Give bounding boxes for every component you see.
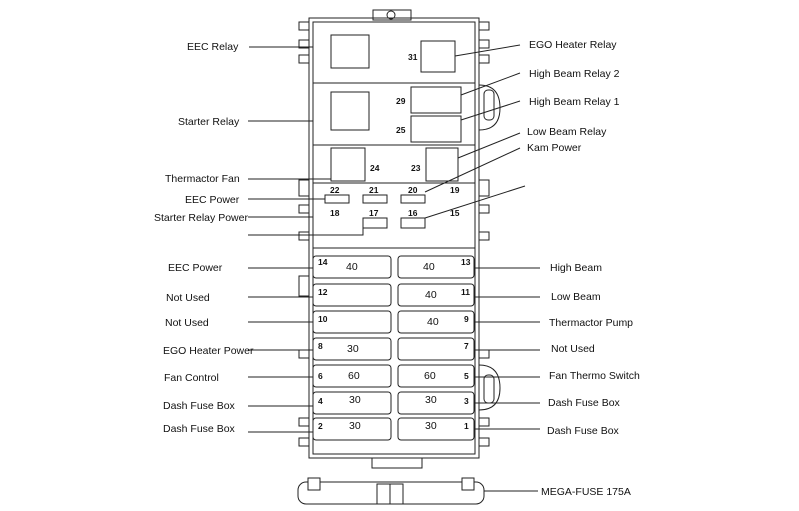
slot-num-10: 10 [318,314,328,324]
label-dash-fuse-box-4: Dash Fuse Box [163,400,236,412]
rating-14: 40 [346,261,358,273]
label-low-beam: Low Beam [551,291,601,303]
rating-11: 40 [425,289,437,301]
fuse-7 [397,337,475,361]
slot-num-22: 22 [330,185,340,195]
label-starter-relay: Starter Relay [178,116,240,128]
slot-num-13: 13 [461,257,471,267]
slot-num-16: 16 [408,208,418,218]
slot-num-20: 20 [408,185,418,195]
rating-9: 40 [427,316,439,328]
label-mega-fuse: MEGA-FUSE 175A [541,486,631,498]
slot-num-18: 18 [330,208,340,218]
label-high-beam-relay-2: High Beam Relay 2 [529,68,620,80]
fuse-12 [312,283,392,307]
ego-heater-relay-slot [420,40,456,73]
label-eec-power: EEC Power [168,262,223,274]
label-kam-power: Kam Power [527,142,582,154]
slot-num-25: 25 [396,125,406,135]
label-starter-relay-power: Starter Relay Power [154,212,248,224]
fuse-11 [397,283,475,307]
slot-numbers: 31 29 25 24 23 22 21 20 19 18 17 16 15 1… [318,52,471,431]
slot-num-15: 15 [450,208,460,218]
relay-slots [330,34,462,182]
rating-4: 30 [349,394,361,406]
label-thermactor-pump: Thermactor Pump [549,317,633,329]
slot-num-11: 11 [461,287,470,297]
label-ego-heater-relay: EGO Heater Relay [529,39,617,51]
fuse-13 [397,255,475,279]
rating-8: 30 [347,343,359,355]
slot-num-6: 6 [318,371,323,381]
fuse-14 [312,255,392,279]
low-beam-relay-slot [425,147,459,182]
label-eec-power-top: EEC Power [185,194,240,206]
fuse-2 [312,417,392,441]
inner-housing [312,21,476,455]
leader-lines [248,44,540,433]
rating-5: 60 [424,370,436,382]
fuse-20 [400,194,426,204]
slot-num-8: 8 [318,341,323,351]
mega-fuse-base [297,477,538,505]
fuse-ratings: 40 40 40 40 30 60 60 30 30 30 30 [346,261,439,432]
fuse-16 [400,217,426,229]
label-fan-thermo-switch: Fan Thermo Switch [549,370,640,382]
maxi-fuse-slots [312,255,475,441]
label-ego-heater-power: EGO Heater Power [163,345,254,357]
left-labels: EEC Relay Starter Relay Thermactor Fan E… [154,41,254,435]
label-not-used-12: Not Used [166,292,210,304]
right-labels: EGO Heater Relay High Beam Relay 2 High … [527,39,640,498]
rating-1: 30 [425,420,437,432]
eec-relay-slot [330,34,370,69]
label-dash-fuse-box-1: Dash Fuse Box [547,425,620,437]
rating-2: 30 [349,420,361,432]
label-high-beam: High Beam [550,262,602,274]
mini-fuse-slots [324,194,426,229]
fuse-22 [324,194,350,204]
label-thermactor-fan: Thermactor Fan [165,173,240,185]
label-dash-fuse-box-3: Dash Fuse Box [548,397,621,409]
slot-num-21: 21 [369,185,379,195]
fuse-21 [362,194,388,204]
slot-num-9: 9 [464,314,469,324]
slot-num-1: 1 [464,421,469,431]
slot-num-24: 24 [370,163,380,173]
fuse-17 [362,217,388,229]
starter-relay-slot [330,91,370,131]
top-clip [372,9,412,21]
label-low-beam-relay: Low Beam Relay [527,126,607,138]
slot-num-3: 3 [464,396,469,406]
slot-num-4: 4 [318,396,323,406]
slot-num-23: 23 [411,163,421,173]
top-clip-hole [386,10,396,20]
slot-num-12: 12 [318,287,328,297]
high-beam-relay-1-slot [410,115,462,143]
label-not-used-7: Not Used [551,343,595,355]
slot-num-7: 7 [464,341,469,351]
fuse-4 [312,391,392,415]
slot-num-29: 29 [396,96,406,106]
thermactor-fan-relay-slot [330,147,366,182]
slot-num-2: 2 [318,421,323,431]
label-high-beam-relay-1: High Beam Relay 1 [529,96,620,108]
slot-num-19: 19 [450,185,460,195]
rating-3: 30 [425,394,437,406]
rating-13: 40 [423,261,435,273]
fuse-6 [312,364,392,388]
slot-num-31: 31 [408,52,418,62]
slot-num-5: 5 [464,371,469,381]
fuse-5 [397,364,475,388]
slot-num-14: 14 [318,257,328,267]
label-eec-relay: EEC Relay [187,41,239,53]
rating-6: 60 [348,370,360,382]
fuse-8 [312,337,392,361]
label-dash-fuse-box-2: Dash Fuse Box [163,423,236,435]
high-beam-relay-2-slot [410,86,462,114]
fuse-box-housing [298,9,501,469]
label-not-used-10: Not Used [165,317,209,329]
label-fan-control: Fan Control [164,372,219,384]
slot-num-17: 17 [369,208,379,218]
